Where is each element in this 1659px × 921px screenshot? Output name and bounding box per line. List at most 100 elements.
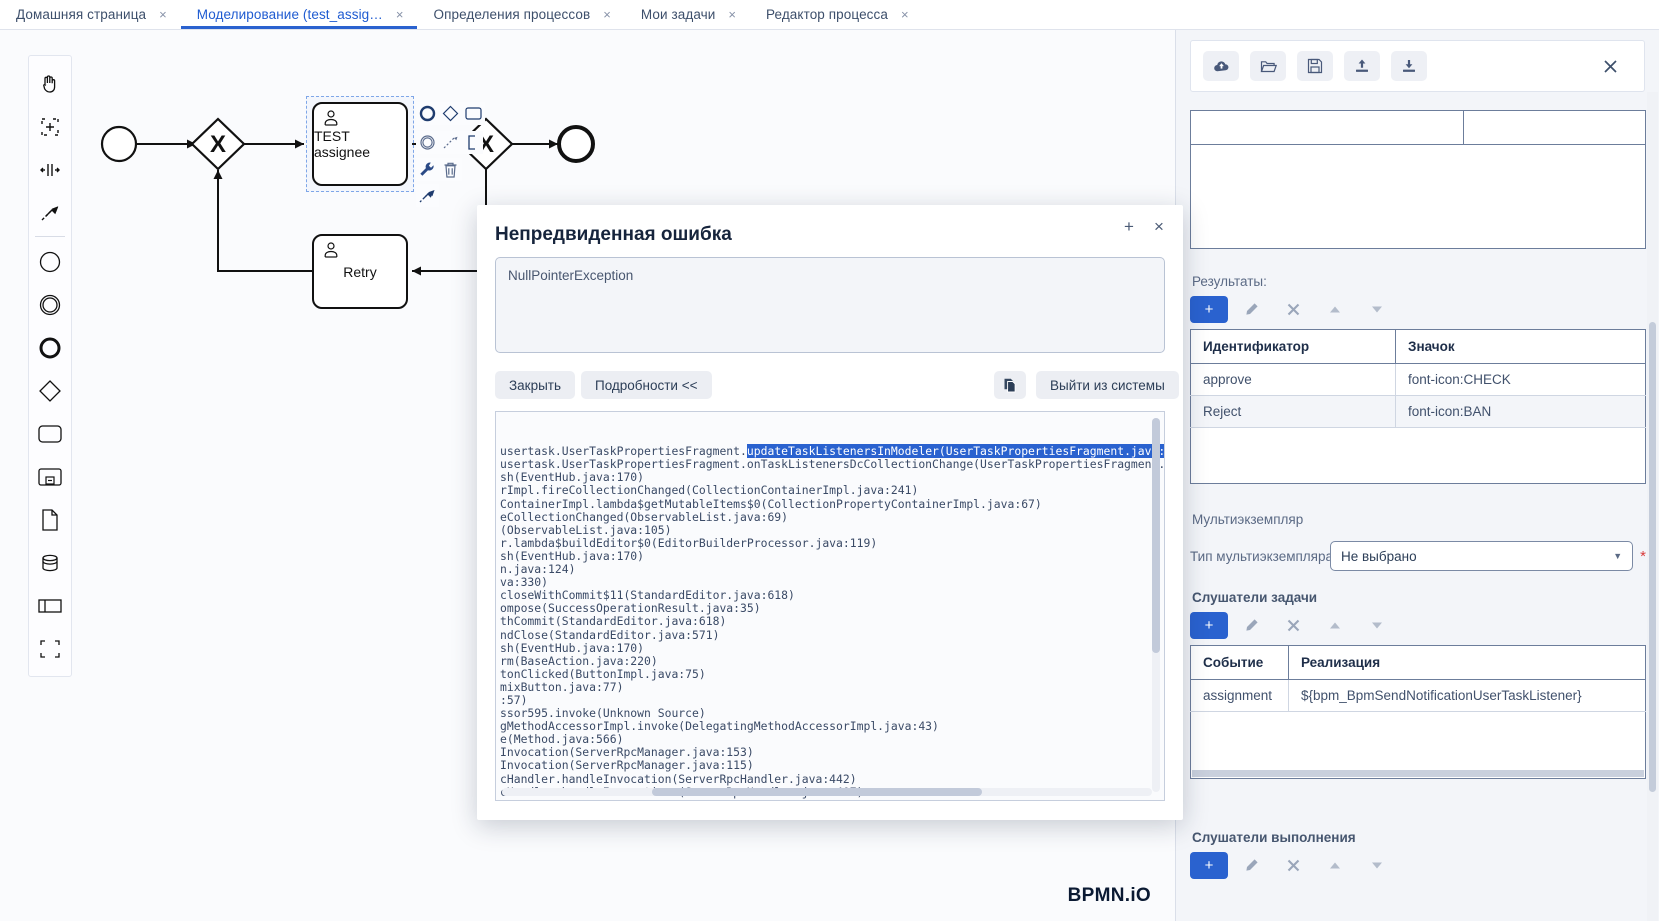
multiinstance-label: Мультиэкземпляр [1192,512,1304,527]
palette-divider [35,236,65,237]
tab-my-tasks[interactable]: Мои задачи × [625,0,750,29]
append-text-annotation-icon[interactable] [460,131,483,154]
stacktrace-line: sh(EventHub.java:170) [500,548,645,563]
move-up-icon[interactable] [1316,852,1354,879]
table-row[interactable]: assignment ${bpm_BpmSendNotificationUser… [1190,679,1646,712]
stacktrace-panel[interactable]: usertask.UserTaskPropertiesFragment.upda… [495,411,1165,801]
close-icon[interactable]: × [395,7,404,22]
end-event-icon[interactable] [30,326,70,369]
stacktrace-line: usertask.UserTaskPropertiesFragment.upda… [500,444,1164,459]
close-x-icon[interactable] [1592,51,1628,81]
stacktrace-line: cHandler.handleRpc(ServerRpcHandler.java… [500,798,1164,800]
stacktrace-vscrollbar[interactable] [1152,418,1160,792]
task-test-assignee[interactable]: TEST assignee [312,102,408,186]
panel-scrollbar-track[interactable] [1647,92,1658,921]
add-icon[interactable]: + [1190,612,1228,639]
edit-icon[interactable] [1232,296,1270,323]
stacktrace-line: cHandler.handleInvocation(ServerRpcHandl… [500,771,857,786]
close-icon[interactable]: × [901,7,909,22]
remove-icon[interactable] [1274,852,1312,879]
task-icon[interactable] [30,412,70,455]
column-header-icon[interactable]: Значок [1395,329,1646,364]
task-listeners-header-row: Событие Реализация [1190,645,1646,680]
stacktrace-line: rImpl.fireCollectionChanged(CollectionCo… [500,483,919,498]
data-object-icon[interactable] [30,498,70,541]
copy-icon[interactable] [994,371,1026,399]
space-tool-icon[interactable] [30,148,70,191]
table-row[interactable]: approve font-icon:CHECK [1190,363,1646,396]
task-listeners-grid[interactable]: Событие Реализация assignment ${bpm_BpmS… [1190,645,1646,712]
import-icon[interactable] [1344,51,1380,81]
maximize-icon[interactable]: + [1124,217,1134,236]
append-end-event-icon[interactable] [416,102,439,125]
column-header-implementation[interactable]: Реализация [1288,645,1646,680]
remove-icon[interactable] [1274,612,1312,639]
export-icon[interactable] [1391,51,1427,81]
connect-tool-icon[interactable] [416,184,439,207]
append-gateway-icon[interactable] [439,102,462,125]
multiinstance-type-label: Тип мультиэкземпляра [1190,548,1334,564]
gateway-icon[interactable] [30,369,70,412]
close-icon[interactable]: × [603,7,611,22]
tab-label: Моделирование (test_assig… [196,7,383,22]
stacktrace-hscroll-thumb[interactable] [652,788,982,796]
remove-icon[interactable] [1274,296,1312,323]
group-icon[interactable] [30,627,70,670]
tab-modeling[interactable]: Моделирование (test_assig… × [180,0,418,29]
close-button[interactable]: Закрыть [495,371,575,399]
floppy-save-icon[interactable] [1297,51,1333,81]
move-down-icon[interactable] [1358,852,1396,879]
add-icon[interactable]: + [1190,852,1228,879]
task-listeners-hscrollbar[interactable] [1192,770,1644,777]
connect-icon[interactable] [439,131,462,154]
stacktrace-line: e(Method.java:566) [500,732,624,747]
chevron-down-icon[interactable]: ▼ [1613,551,1623,561]
move-up-icon[interactable] [1316,296,1354,323]
close-icon[interactable]: × [728,7,736,22]
add-icon[interactable]: + [1190,296,1228,323]
folder-open-icon[interactable] [1250,51,1286,81]
wrench-icon[interactable] [416,158,439,181]
execution-listeners-toolbar: + [1190,852,1646,879]
panel-scrollbar-thumb[interactable] [1649,322,1656,792]
error-dialog: Непредвиденная ошибка + × NullPointerExc… [477,205,1183,820]
properties-panel: Результаты: + [1175,30,1659,921]
column-header-event[interactable]: Событие [1190,645,1289,680]
task-retry[interactable]: Retry [312,234,408,309]
edit-icon[interactable] [1232,612,1270,639]
lasso-tool-icon[interactable] [30,105,70,148]
trash-icon[interactable] [439,158,462,181]
stacktrace-line: rm(BaseAction.java:220) [500,653,658,668]
hand-tool-icon[interactable] [30,62,70,105]
results-grid[interactable]: Идентификатор Значок approve font-icon:C… [1190,329,1646,428]
stacktrace-hscrollbar[interactable] [502,788,1152,796]
details-button[interactable]: Подробности << [581,371,712,399]
close-icon[interactable]: × [159,7,167,22]
move-down-icon[interactable] [1358,612,1396,639]
error-message-text: NullPointerException [508,268,634,283]
multiinstance-type-select[interactable]: Не выбрано ▼ [1330,541,1634,571]
column-header-identifier[interactable]: Идентификатор [1190,329,1396,364]
tab-home[interactable]: Домашняя страница × [0,0,181,29]
subprocess-icon[interactable] [30,455,70,498]
start-event-icon[interactable] [30,240,70,283]
stacktrace-vscroll-thumb[interactable] [1152,418,1160,653]
cloud-upload-icon[interactable] [1203,51,1239,81]
edit-icon[interactable] [1232,852,1270,879]
intermediate-event-icon[interactable] [30,283,70,326]
table-row[interactable]: Reject font-icon:BAN [1190,395,1646,428]
close-icon[interactable]: × [1154,217,1164,236]
append-intermediate-event-icon[interactable] [416,131,439,154]
logout-button[interactable]: Выйти из системы [1036,371,1179,399]
append-task-icon[interactable] [462,102,485,125]
task-label: TEST assignee [314,128,371,160]
move-up-icon[interactable] [1316,612,1354,639]
data-store-icon[interactable] [30,541,70,584]
tab-process-editor[interactable]: Редактор процесса × [750,0,923,29]
participant-icon[interactable] [30,584,70,627]
tab-process-definitions[interactable]: Определения процессов × [417,0,624,29]
stacktrace-line: closeWithCommit$11(StandardEditor.java:6… [500,588,795,603]
connect-tool-icon[interactable] [30,191,70,234]
move-down-icon[interactable] [1358,296,1396,323]
